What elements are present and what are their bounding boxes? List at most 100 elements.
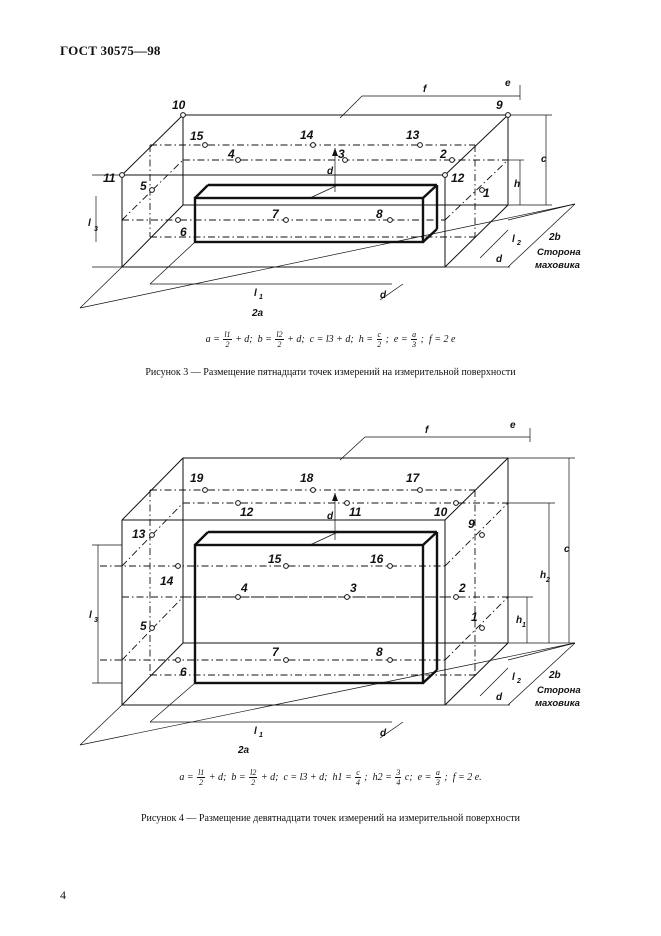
point-2-marker: [449, 157, 455, 163]
dim-d-top-label: d: [327, 166, 334, 177]
point-17-label: 17: [406, 471, 421, 485]
flywheel-side-label-2: маховика: [535, 260, 580, 271]
point-1-label: 1: [483, 186, 490, 200]
point-5-marker: [149, 625, 155, 631]
point-9-marker: [505, 112, 511, 118]
machine-body: [193, 183, 439, 244]
dim-c-label: c: [541, 154, 547, 165]
point-3-label: 3: [338, 147, 345, 161]
point-1-marker: [479, 187, 485, 193]
point-13-marker: [149, 532, 155, 538]
dim-f-label: f: [425, 425, 430, 436]
dim-l2-label: l: [512, 672, 515, 683]
point-9-marker: [479, 532, 485, 538]
formula-b-lhs: b =: [257, 333, 272, 345]
point-14-label: 14: [160, 574, 174, 588]
point-12-label: 12: [451, 171, 465, 185]
point-2-label: 2: [439, 147, 447, 161]
point-5-marker: [149, 187, 155, 193]
flywheel-side-label-1: Сторона: [537, 247, 581, 258]
point-11-marker: [344, 500, 350, 506]
point-3-label: 3: [350, 581, 357, 595]
point-8-label: 8: [376, 645, 383, 659]
point-12-marker: [442, 172, 448, 178]
point-13-marker: [417, 142, 423, 148]
formula-b-lhs: b =: [231, 771, 246, 783]
formula-h2-lhs: h2 =: [372, 771, 392, 783]
dim-2b-label: 2b: [548, 232, 561, 243]
dim-l2-sub: 2: [516, 678, 521, 685]
point-4-label: 4: [240, 581, 248, 595]
dim-d-side-label: d: [496, 254, 503, 265]
point-10-marker: [453, 500, 459, 506]
dim-l3-sub: 3: [94, 617, 98, 624]
point-16-marker: [387, 563, 393, 569]
point-11-marker: [119, 172, 125, 178]
point-15-marker: [202, 142, 208, 148]
dim-l2-sub: 2: [516, 240, 521, 247]
formula-f: f = 2 e: [428, 333, 456, 345]
point-4-marker: [235, 594, 241, 600]
dimension-lines: [79, 85, 576, 309]
point-15-marker: [283, 563, 289, 569]
point-7-marker: [283, 657, 289, 663]
figure-3-svg: 1 2 3 4 5 6 7 8 9 10 11 12 13 14 15 f e …: [79, 78, 581, 319]
flywheel-side-label-1: Сторона: [537, 685, 581, 696]
point-3-marker: [344, 594, 350, 600]
formula-e-lhs: e =: [393, 333, 408, 345]
formula-h1-lhs: h1 =: [332, 771, 352, 783]
dim-2a-label: 2a: [237, 745, 250, 756]
measurement-points: [149, 487, 485, 663]
point-6-marker: [175, 217, 181, 223]
flywheel-side-label-2: маховика: [535, 698, 580, 709]
point-11-label: 11: [349, 505, 362, 519]
point-9-label: 9: [496, 98, 503, 112]
point-8-marker: [387, 217, 393, 223]
formula-h-lhs: h =: [358, 333, 373, 345]
point-16-label: 16: [370, 552, 384, 566]
point-labels: 1 2 3 4 5 6 7 8 9 10 11 12 13 14 15 16 1…: [132, 471, 478, 679]
formula-c: c = l3 + d;: [309, 333, 354, 345]
dim-l2-label: l: [512, 234, 515, 245]
point-17-marker: [417, 487, 423, 493]
dim-l1-sub: 1: [259, 294, 263, 301]
document-header: ГОСТ 30575—98: [60, 43, 161, 58]
dimension-lines: [79, 428, 576, 746]
machine-body: [193, 530, 439, 685]
point-19-label: 19: [190, 471, 204, 485]
dim-h-label: h: [514, 179, 520, 190]
figure-4-caption: Рисунок 4 — Размещение девятнадцати точе…: [140, 813, 521, 824]
point-5-label: 5: [140, 179, 147, 193]
point-8-label: 8: [376, 207, 383, 221]
point-13-label: 13: [132, 527, 146, 541]
point-15-label: 15: [268, 552, 282, 566]
dim-h2-label: h: [540, 570, 546, 581]
dim-c-label: c: [564, 544, 570, 555]
outer-box: [121, 114, 509, 268]
dim-2b-label: 2b: [548, 670, 561, 681]
formula-a-lhs: a =: [205, 333, 220, 345]
point-12-marker: [235, 500, 241, 506]
point-10-marker: [180, 112, 186, 118]
dim-d-side-label: d: [496, 692, 503, 703]
point-2-marker: [453, 594, 459, 600]
formula-e-lhs: e =: [417, 771, 432, 783]
point-6-marker: [175, 657, 181, 663]
figure-4-svg: 1 2 3 4 5 6 7 8 9 10 11 12 13 14 15 16 1…: [79, 420, 581, 756]
point-10-label: 10: [434, 505, 448, 519]
point-9-label: 9: [468, 517, 475, 531]
dim-l1-sub: 1: [259, 732, 263, 739]
outer-box: [121, 457, 509, 706]
dim-d-bottom-label: d: [380, 728, 387, 739]
point-14-marker: [175, 563, 181, 569]
point-labels: 1 2 3 4 5 6 7 8 9 10 11 12 13 14 15: [103, 98, 503, 239]
dim-2a-label: 2a: [251, 308, 264, 319]
dim-l3-sub: 3: [94, 226, 98, 233]
point-7-marker: [283, 217, 289, 223]
